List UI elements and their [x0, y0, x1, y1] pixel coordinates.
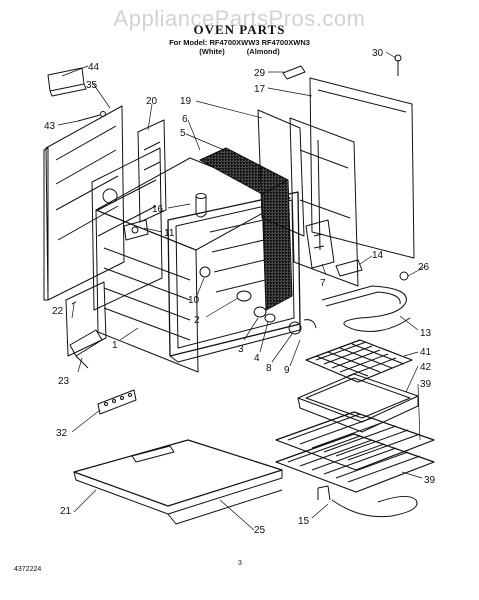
- callout-21: 21: [60, 506, 72, 517]
- callout-2: 2: [194, 315, 200, 326]
- part-26-screw: [399, 271, 409, 281]
- callout-7: 7: [320, 278, 326, 289]
- part-3-socket: [253, 306, 267, 318]
- part-11-bracket: [123, 219, 149, 241]
- watermark: AppliancePartsPros.com: [113, 6, 366, 31]
- part-6-rear-panel: [289, 117, 359, 287]
- part-9-wire: [303, 319, 317, 329]
- part-43-screw: [77, 111, 106, 122]
- callout-17: 17: [254, 84, 266, 95]
- part-29-clip: [282, 65, 306, 80]
- part-19-rear-panel: [257, 109, 305, 237]
- callout-26: 26: [418, 262, 430, 273]
- color-variants: (White) (Almond): [0, 47, 479, 56]
- part-35-side-panel: [43, 105, 125, 301]
- part-side-wrapper: [91, 147, 163, 311]
- callout-35: 35: [86, 80, 98, 91]
- callout-14: 14: [372, 250, 384, 261]
- part-30-screw: [394, 54, 402, 76]
- callout-39-upper: 39: [420, 379, 432, 390]
- callout-25: 25: [254, 525, 266, 536]
- callout-39-lower: 39: [424, 475, 436, 486]
- callout-20: 20: [146, 96, 158, 107]
- part-13-bake-element: [321, 285, 411, 332]
- diagram-title: OVEN PARTS: [193, 22, 286, 37]
- callout-1: 1: [112, 340, 118, 351]
- callout-15: 15: [298, 516, 310, 527]
- model-line: For Model: RF4700XWW3 RF4700XWN3: [169, 38, 310, 47]
- part-17-back-panel: [309, 77, 415, 259]
- callout-6: 6: [182, 114, 188, 125]
- callout-42: 42: [420, 362, 432, 373]
- part-25-bottom-edge: [167, 489, 283, 525]
- part-20-bracket: [137, 119, 167, 223]
- callout-16: 16: [152, 204, 164, 215]
- part-10-light: [199, 266, 211, 278]
- callout-10: 10: [188, 295, 200, 306]
- callout-3: 3: [238, 344, 244, 355]
- part-22-panel: [65, 281, 107, 357]
- part-2-lens: [236, 290, 252, 302]
- callout-8: 8: [266, 363, 272, 374]
- callout-30: 30: [372, 48, 384, 59]
- part-39-oven-rack-lower: [275, 433, 435, 493]
- callout-32: 32: [56, 428, 68, 439]
- part-32-terminal-strip: [97, 389, 137, 415]
- part-14-bracket: [335, 259, 363, 277]
- callout-11: 11: [164, 228, 175, 239]
- callout-29: 29: [254, 68, 266, 79]
- callout-13: 13: [420, 328, 432, 339]
- part-16-sensor: [195, 193, 207, 218]
- color-almond-label: (Almond): [246, 47, 280, 56]
- leader-lines: [57, 51, 427, 531]
- callout-44: 44: [88, 62, 100, 73]
- callout-4: 4: [254, 353, 260, 364]
- callout-23: 23: [58, 376, 70, 387]
- callout-9: 9: [284, 365, 290, 376]
- callout-labels: 44 35 43 20 19 6 5 16 11 22 1 23 10 2 3 …: [44, 48, 436, 536]
- part-15-heating-element: [317, 485, 418, 518]
- part-41-broiler-grid: [305, 339, 413, 383]
- part-42-broiler-pan: [297, 373, 419, 433]
- part-5-insulation: [199, 147, 293, 311]
- callout-43: 43: [44, 121, 56, 132]
- part-21-oven-bottom: [73, 439, 283, 515]
- part-4-bulb: [264, 313, 276, 323]
- part-44-trim: [47, 67, 87, 97]
- callout-22: 22: [52, 306, 64, 317]
- callout-41: 41: [420, 347, 432, 358]
- callout-5: 5: [180, 128, 186, 139]
- color-white-label: (White): [199, 47, 225, 56]
- part-39-oven-rack-upper: [275, 411, 435, 471]
- part-number-code: 4372224: [14, 566, 42, 573]
- part-8-cover: [288, 321, 302, 335]
- callout-19: 19: [180, 96, 192, 107]
- part-23-bracket: [69, 329, 103, 369]
- page-number: 3: [238, 560, 242, 567]
